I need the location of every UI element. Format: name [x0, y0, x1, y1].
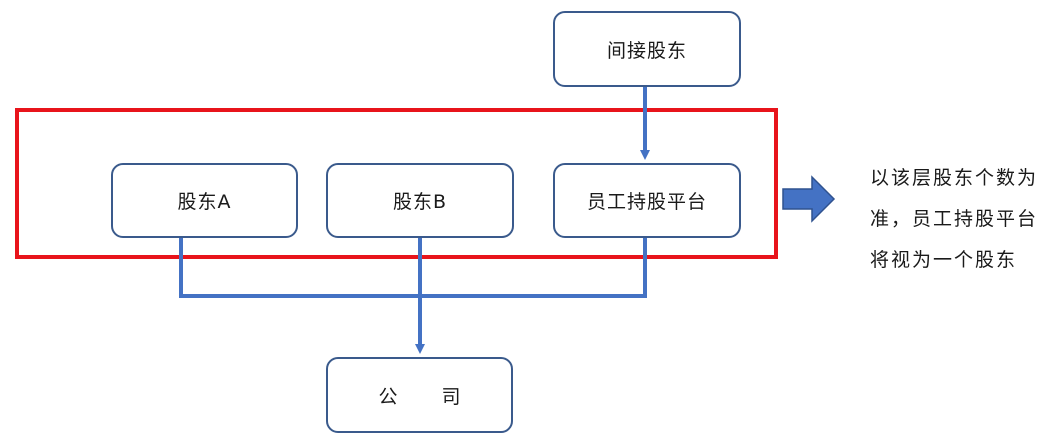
node-indirect-shareholder: 间接股东	[553, 11, 741, 87]
side-note: 以该层股东个数为准，员工持股平台将视为一个股东	[870, 167, 1039, 271]
node-label-part: 公	[378, 385, 398, 408]
node-shareholder-a: 股东A	[111, 163, 298, 238]
highlight-frame	[15, 108, 778, 259]
node-label: 股东A	[177, 191, 232, 213]
node-label: 员工持股平台	[586, 191, 707, 213]
block-arrow-icon	[782, 175, 836, 223]
node-company: 公 司	[326, 357, 513, 433]
node-label: 股东B	[392, 191, 448, 213]
connector-merge	[179, 238, 647, 298]
node-label: 间接股东	[606, 39, 687, 62]
node-label-part: 司	[441, 385, 461, 408]
node-employee-platform: 员工持股平台	[553, 163, 741, 238]
node-shareholder-b: 股东B	[326, 163, 514, 238]
